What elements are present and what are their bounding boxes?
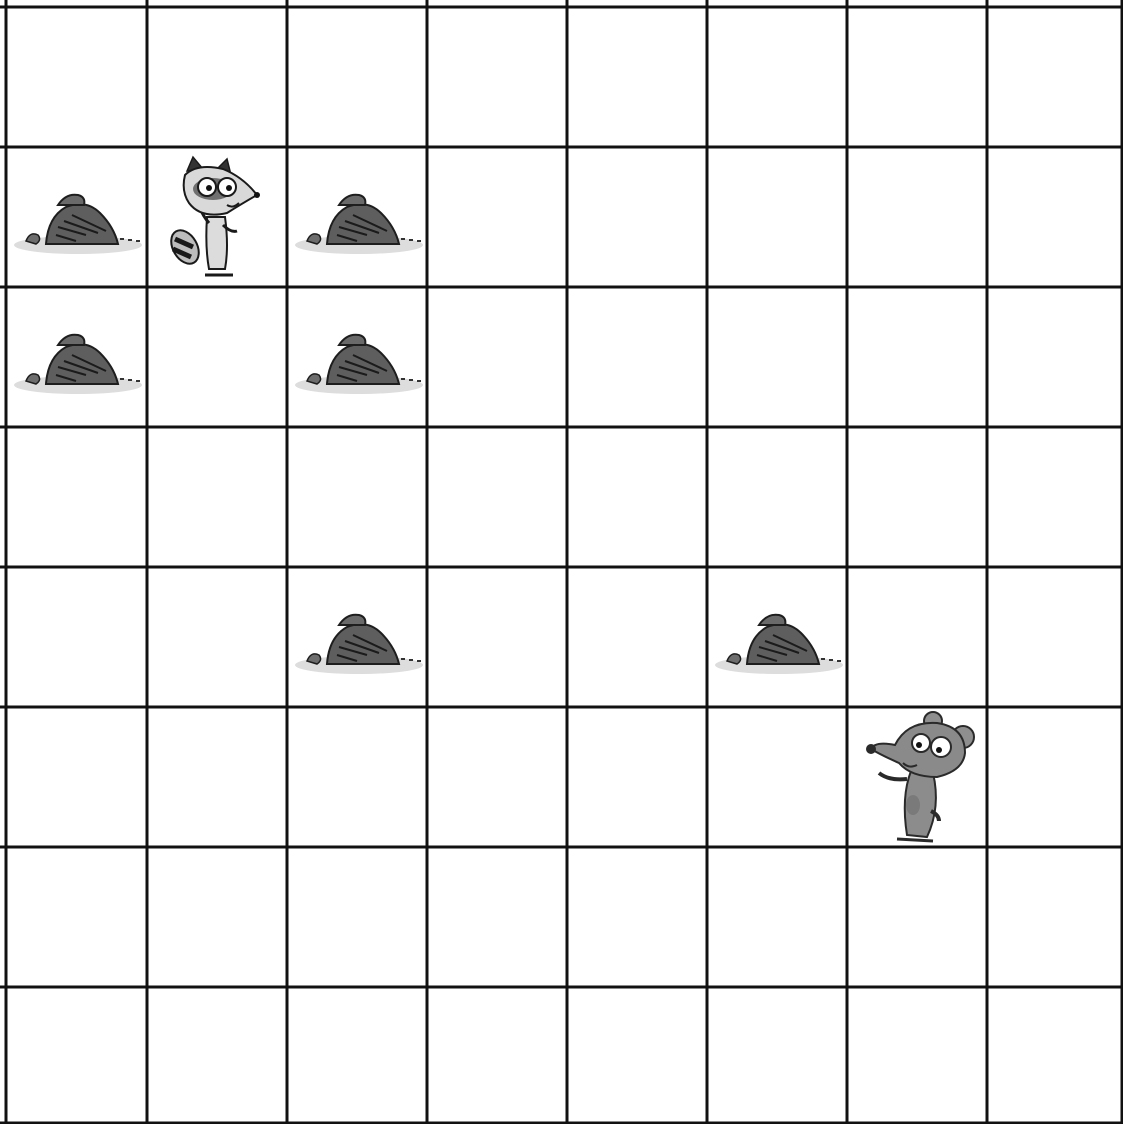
grid-cell[interactable] [287,7,427,147]
grid-cell[interactable] [427,847,567,987]
grid-cell[interactable] [6,427,147,567]
grid-cell[interactable] [427,987,567,1123]
grid-cell[interactable] [6,707,147,847]
grid-cell[interactable] [427,7,567,147]
grid-cell[interactable] [847,427,987,567]
grid-cell[interactable] [987,147,1122,287]
grid-cell[interactable] [847,567,987,707]
grid-cell[interactable] [287,427,427,567]
grid-cell[interactable] [567,147,707,287]
grid-cell[interactable] [427,567,567,707]
grid-cell[interactable] [847,847,987,987]
grid-cell[interactable] [847,287,987,427]
grid-cell[interactable] [707,287,847,427]
grid-cell[interactable] [147,427,287,567]
grid-cell[interactable] [567,567,707,707]
grid-cell[interactable] [287,707,427,847]
grid-cell[interactable] [987,7,1122,147]
grid-cell[interactable] [707,707,847,847]
grid-cell[interactable] [567,287,707,427]
grid-cell[interactable] [847,147,987,287]
grid-cell[interactable] [567,427,707,567]
grid-cell[interactable] [567,847,707,987]
grid-cell[interactable] [707,427,847,567]
grid-cell[interactable] [427,147,567,287]
grid-cell[interactable] [987,427,1122,567]
grid-cell[interactable] [427,427,567,567]
grid-cell[interactable] [987,707,1122,847]
grid-cell[interactable] [427,707,567,847]
grid-cell[interactable] [707,7,847,147]
grid-cell[interactable] [6,847,147,987]
grid-cell[interactable] [427,287,567,427]
grid-cell[interactable] [147,847,287,987]
grid-cell[interactable] [847,987,987,1123]
grid-cell[interactable] [287,847,427,987]
grid-cell[interactable] [6,567,147,707]
grid-cell[interactable] [147,707,287,847]
grid-cell[interactable] [987,567,1122,707]
grid-cell[interactable] [147,987,287,1123]
grid-cell[interactable] [147,567,287,707]
grid-cell[interactable] [707,147,847,287]
grid-cell[interactable] [987,987,1122,1123]
grid-cell[interactable] [707,847,847,987]
grid-cell[interactable] [147,7,287,147]
grid-cell[interactable] [567,7,707,147]
grid-cell[interactable] [987,287,1122,427]
grid-cell[interactable] [567,987,707,1123]
grid-cell[interactable] [287,987,427,1123]
grid-cell[interactable] [847,7,987,147]
grid-cell[interactable] [6,987,147,1123]
grid-cell[interactable] [987,847,1122,987]
grid-cell[interactable] [147,287,287,427]
grid-cell[interactable] [707,987,847,1123]
grid-cell[interactable] [567,707,707,847]
grid-cell[interactable] [6,7,147,147]
